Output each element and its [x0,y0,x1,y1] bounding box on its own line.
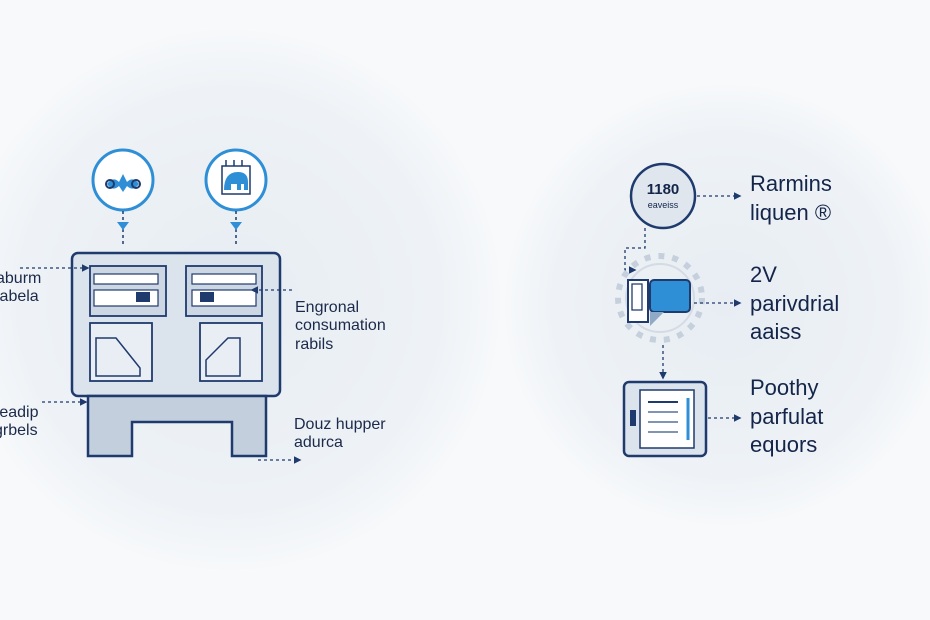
label-line: readip [0,404,39,421]
connector-badge-to-gear [624,228,646,274]
label-mid-right: Engronal consumation rabils [295,299,386,354]
label-line: 2V [750,262,777,287]
label-top-left: aburm labela [0,270,41,307]
label-line: Douz hupper [294,416,386,433]
document-icon [622,380,708,458]
label-line: consumation [295,317,386,335]
badge-circle [629,162,697,230]
item-3-label: Poothy parfulat equors [750,374,823,460]
label-line: parivdrial [750,290,840,316]
label-mid-left: readip grbels [0,404,38,441]
item-1-label: Rarmins liquen ® [750,170,832,227]
machine-cabinet [70,251,282,458]
item-2-label: 2V parivdrial aaiss [750,261,839,347]
label-line: grbels [0,422,38,440]
label-line: parfulat [750,403,824,429]
right-background-glow [505,85,930,525]
label-line: aburm [0,270,42,287]
label-line: aaiss [750,319,802,345]
label-line: labela [0,288,39,306]
badge-caption: eaveiss [647,200,679,210]
label-bottom-right: Douz hupper adurca [294,416,386,453]
label-line: Engronal [295,299,360,316]
badge-number: 1180 [646,181,680,198]
label-line: equors [750,432,818,458]
label-line: adurca [294,434,343,452]
label-line: rabils [295,335,334,353]
elephant-icon [204,148,268,212]
down-arrow-icon [230,222,242,230]
label-line: Rarmins [750,171,832,196]
label-line: liquen ® [750,199,832,225]
badge-text: 1180 eaveiss [631,181,695,210]
down-arrow-icon [117,222,129,230]
label-line: Poothy [750,375,819,400]
wrench-icon [91,148,155,212]
gear-icon [615,253,705,343]
